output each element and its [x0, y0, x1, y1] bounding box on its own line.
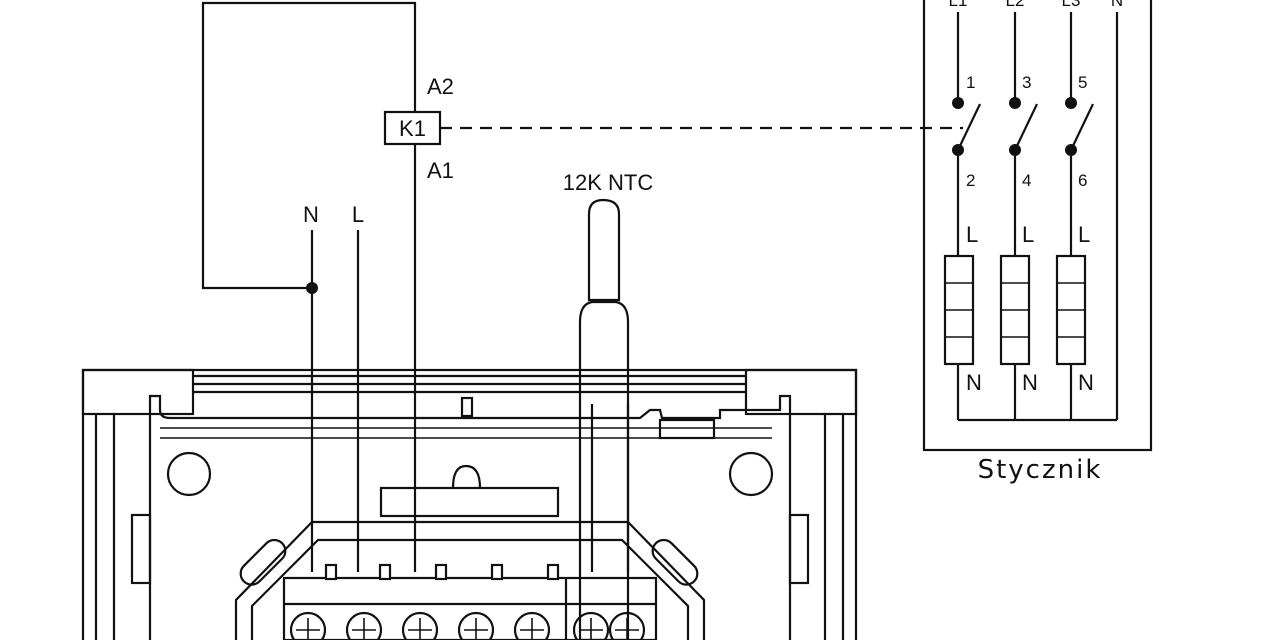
supply-lines: N L	[303, 202, 364, 572]
junction-dot	[306, 282, 318, 294]
load-2-neutral-label: N	[1022, 370, 1038, 395]
load-1-neutral-label: N	[966, 370, 982, 395]
pole-6-label: 6	[1078, 171, 1087, 190]
relay-coil-circuit: K1 A2 A1	[201, 1, 963, 572]
supply-neutral-label: N	[303, 202, 319, 227]
relay-k1-label: K1	[399, 116, 426, 141]
supply-line-label: L	[352, 202, 364, 227]
sensor-probe-head	[587, 198, 621, 302]
sensor-probe-body	[578, 300, 630, 640]
thermostat-housing	[81, 368, 858, 640]
pole-2-label: 2	[966, 171, 975, 190]
phase-l2-label: L2	[1006, 0, 1025, 10]
pole-1-label: 1	[966, 73, 975, 92]
phase-l1-label: L1	[949, 0, 968, 10]
phase-l3-label: L3	[1062, 0, 1081, 10]
pole-5-label: 5	[1078, 73, 1087, 92]
load-2-line-label: L	[1022, 222, 1034, 247]
load-3-neutral-label: N	[1078, 370, 1094, 395]
contactor: L1 L2 L3 N 1 2 L N 3 4 L N	[922, 0, 1153, 485]
load-1-line-label: L	[966, 222, 978, 247]
screw-terminals	[289, 611, 646, 640]
contactor-caption: Stycznik	[978, 455, 1103, 485]
relay-terminal-a2: A2	[427, 74, 454, 99]
mounting-hole-left	[166, 451, 212, 497]
sensor-label: 12K NTC	[563, 170, 654, 195]
pole-3-label: 3	[1022, 73, 1031, 92]
contactor-box	[922, 0, 1153, 452]
ntc-sensor: 12K NTC	[563, 170, 654, 640]
relay-terminal-a1: A1	[427, 158, 454, 183]
phase-n-label: N	[1111, 0, 1123, 10]
load-3-line-label: L	[1078, 222, 1090, 247]
mounting-hole-right	[728, 451, 774, 497]
pole-4-label: 4	[1022, 171, 1031, 190]
